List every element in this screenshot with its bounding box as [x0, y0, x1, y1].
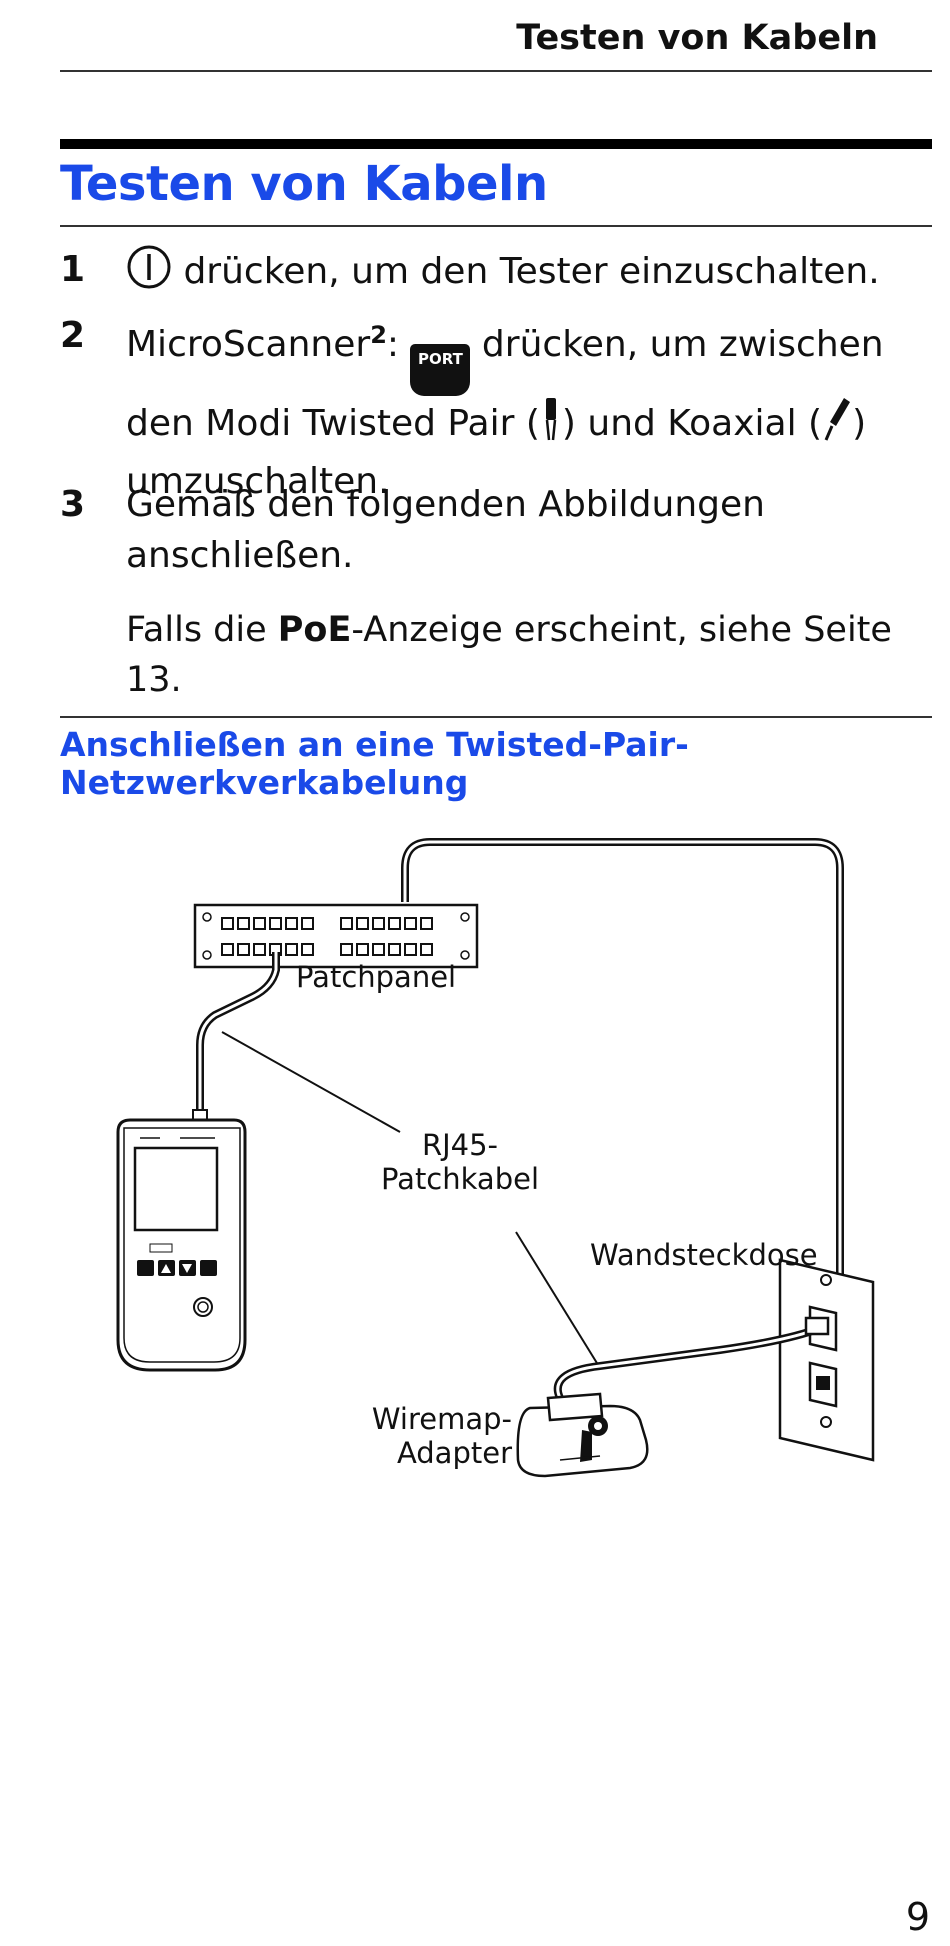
running-head: Testen von Kabeln [516, 18, 878, 58]
label-patchpanel: Patchpanel [296, 960, 457, 994]
step-number: 2 [60, 315, 86, 356]
label-line: Adapter [396, 1436, 512, 1470]
microscanner-tester [116, 1109, 247, 1372]
section-rule-thick [60, 139, 932, 149]
subtitle-line: Anschließen an eine Twisted-Pair- [60, 725, 689, 764]
step-number: 1 [60, 249, 86, 290]
step-text: anschließen. [126, 535, 354, 576]
subtitle-line: Netzwerkverkabelung [60, 763, 469, 802]
note-text: -Anzeige erscheint, siehe Seite 13. [126, 610, 892, 700]
step-number: 3 [60, 484, 86, 525]
wiremap-adapter [516, 1392, 649, 1478]
product-name: MicroScanner [126, 324, 371, 365]
label-wiremap-adapter: Wiremap- Adapter [362, 1402, 512, 1470]
step-text: drücken, um den Tester einzuschalten. [183, 251, 880, 292]
page-title: Testen von Kabeln [60, 156, 548, 212]
step-text: ) [852, 403, 867, 444]
note-bold: PoE [277, 610, 352, 650]
power-icon [126, 244, 172, 304]
label-wandsteckdose: Wandsteckdose [590, 1238, 818, 1272]
poe-note: Falls die PoE-Anzeige erscheint, siehe S… [126, 605, 950, 705]
wall-outlet [778, 1258, 875, 1462]
step-text: drücken, um zwischen [470, 324, 884, 365]
coax-icon [822, 396, 852, 456]
label-rj45-patchkabel: RJ45- Patchkabel [380, 1128, 540, 1196]
patch-cable [196, 952, 280, 1120]
diagram-drawing [116, 838, 875, 1478]
step-text: den Modi Twisted Pair ( [126, 403, 540, 444]
label-line: Wiremap- [371, 1402, 512, 1436]
header-rule [60, 70, 932, 72]
note-text: Falls die [126, 610, 278, 650]
step-text: umzuschalten. [126, 461, 390, 502]
label-line: RJ45- [421, 1128, 499, 1162]
port-key-icon: PORT [410, 344, 471, 396]
page-number: 9 [905, 1895, 930, 1939]
twisted-pair-icon [540, 396, 562, 456]
superscript: 2 [370, 321, 387, 349]
connection-diagram: Patchpanel RJ45- Patchkabel Wandsteckdos… [0, 820, 950, 1520]
subsection-rule [60, 716, 932, 718]
colon: : [386, 324, 400, 365]
patch-panel [193, 903, 479, 969]
subsection-title: Anschließen an eine Twisted-Pair- Netzwe… [60, 726, 760, 802]
step-text: Gemäß den folgenden Abbildungen [126, 484, 765, 525]
title-rule [60, 225, 932, 227]
label-line: Patchkabel [380, 1162, 539, 1196]
step-text: ) und Koaxial ( [561, 403, 823, 444]
